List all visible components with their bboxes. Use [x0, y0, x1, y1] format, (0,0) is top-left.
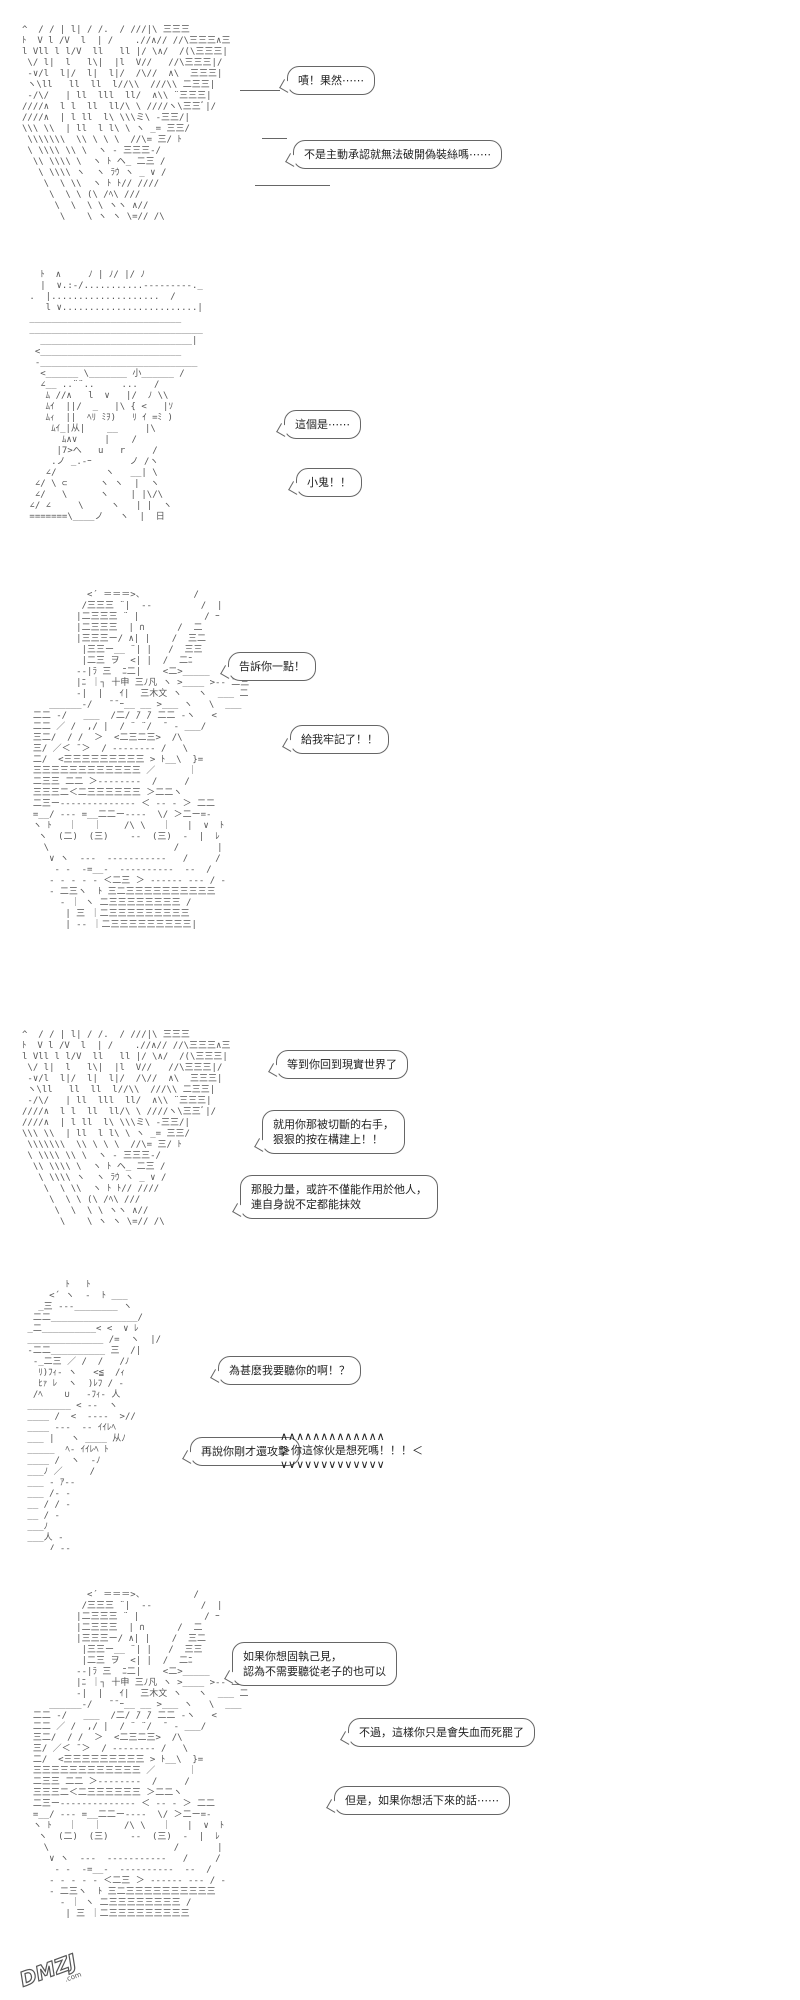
- pointer-line: [240, 90, 280, 91]
- panel-6: <´ ＝＝＝>、 / /三三三 ¨| ‐‐ / | |二三三三 ¨ | / ｰ …: [0, 1590, 800, 2000]
- bubble-text: 小鬼！！: [307, 476, 351, 489]
- pointer-line: [255, 185, 330, 186]
- panel-2: ﾄ ∧ ﾉ | ﾉ/ |/ ﾉ | ∨.:-/...........------…: [0, 270, 800, 550]
- bubble-text: 再說你剛才還攻擊: [201, 1445, 289, 1458]
- shout-text: ＞你這傢伙是想死嗎！！！＜: [280, 1444, 423, 1457]
- speech-bubble: 嘖！果然⋯⋯: [279, 66, 375, 95]
- panel-5: ﾄ ﾄ <´ ヽ ‐ ﾄ ___ _三 ‐‐‐________ ヽ 二二____…: [0, 1280, 800, 1560]
- speech-bubble: 如果你想固執己見， 認為不需要聽從老子的也可以: [224, 1642, 397, 1686]
- bubble-text: 就用你那被切斷的右手， 狠狠的按在構建上！！: [273, 1118, 394, 1146]
- bubble-text: 那股力量，或許不僅能作用於他人， 連自身說不定都能抹效: [251, 1183, 427, 1211]
- ascii-art-character: ﾄ ∧ ﾉ | ﾉ/ |/ ﾉ | ∨.:-/...........------…: [29, 270, 203, 522]
- speech-bubble: 給我牢記了！！: [282, 725, 389, 754]
- svg-text:DMZJ: DMZJ: [16, 1949, 80, 1990]
- speech-bubble: 為甚麽我要聽你的啊！？: [210, 1356, 361, 1385]
- panel-4: ^ / / | l| / /. / ///|\ 三三三 ﾄ V l /V l |…: [0, 1030, 800, 1270]
- speech-bubble: 小鬼！！: [288, 468, 362, 497]
- bubble-text: 給我牢記了！！: [301, 733, 378, 746]
- speech-bubble: 等到你回到現實世界了: [268, 1050, 408, 1079]
- bubble-text: 嘖！果然⋯⋯: [298, 74, 364, 87]
- speech-bubble: 不過，這樣你只是會失血而死罷了: [340, 1718, 535, 1747]
- speech-bubble: 再說你剛才還攻擊: [182, 1437, 300, 1466]
- speech-bubble: 告訴你一點！: [220, 652, 316, 681]
- speech-bubble: 不是主動承認就無法破開偽裝絲嗎⋯⋯: [285, 140, 502, 169]
- speech-bubble: 但是，如果你想活下來的話⋯⋯: [326, 1786, 510, 1815]
- panel-1: ^ / / | l| / /. / ///|\ 三三三 ﾄ V l /V l |…: [0, 0, 800, 240]
- speech-bubble: 就用你那被切斷的右手， 狠狠的按在構建上！！: [254, 1110, 405, 1154]
- ascii-art-face: ^ / / | l| / /. / ///|\ 三三三 ﾄ V l /V l |…: [22, 1030, 231, 1227]
- bubble-text: 但是，如果你想活下來的話⋯⋯: [345, 1794, 499, 1807]
- ascii-art-face: ^ / / | l| / /. / ///|\ 三三三 ﾄ V l /V l |…: [22, 25, 231, 222]
- bubble-text: 如果你想固執己見， 認為不需要聽從老子的也可以: [243, 1650, 386, 1678]
- ascii-art-pointing-character: <´ ＝＝＝>、 / /三三三 ¨| ‐‐ / | |二三三三 ¨ | / ｰ …: [32, 590, 250, 930]
- ascii-art-angry-character: ﾄ ﾄ <´ ヽ ‐ ﾄ ___ _三 ‐‐‐________ ヽ 二二____…: [27, 1280, 162, 1550]
- shout-burst: ∧∧∧∧∧∧∧∧∧∧∧∧∧ ＞你這傢伙是想死嗎！！！＜ ∨∨∨∨∨∨∨∨∨∨∨∨…: [280, 1430, 423, 1471]
- bubble-text: 等到你回到現實世界了: [287, 1058, 397, 1071]
- bubble-text: 不是主動承認就無法破開偽裝絲嗎⋯⋯: [304, 148, 491, 161]
- bubble-text: 告訴你一點！: [239, 660, 305, 673]
- speech-bubble: 這個是⋯⋯: [276, 410, 361, 439]
- bubble-text: 為甚麽我要聽你的啊！？: [229, 1364, 350, 1377]
- pointer-line: [262, 138, 287, 139]
- speech-bubble: 那股力量，或許不僅能作用於他人， 連自身說不定都能抹效: [232, 1175, 438, 1219]
- bubble-text: 不過，這樣你只是會失血而死罷了: [359, 1726, 524, 1739]
- ascii-art-pointing-character: <´ ＝＝＝>、 / /三三三 ¨| ‐‐ / | |二三三三 ¨ | / ｰ …: [32, 1590, 249, 1919]
- dmzj-watermark-logo: DMZJ .com: [16, 1948, 83, 1990]
- bubble-text: 這個是⋯⋯: [295, 418, 350, 431]
- panel-3: <´ ＝＝＝>、 / /三三三 ¨| ‐‐ / | |二三三三 ¨ | / ｰ …: [0, 590, 800, 1010]
